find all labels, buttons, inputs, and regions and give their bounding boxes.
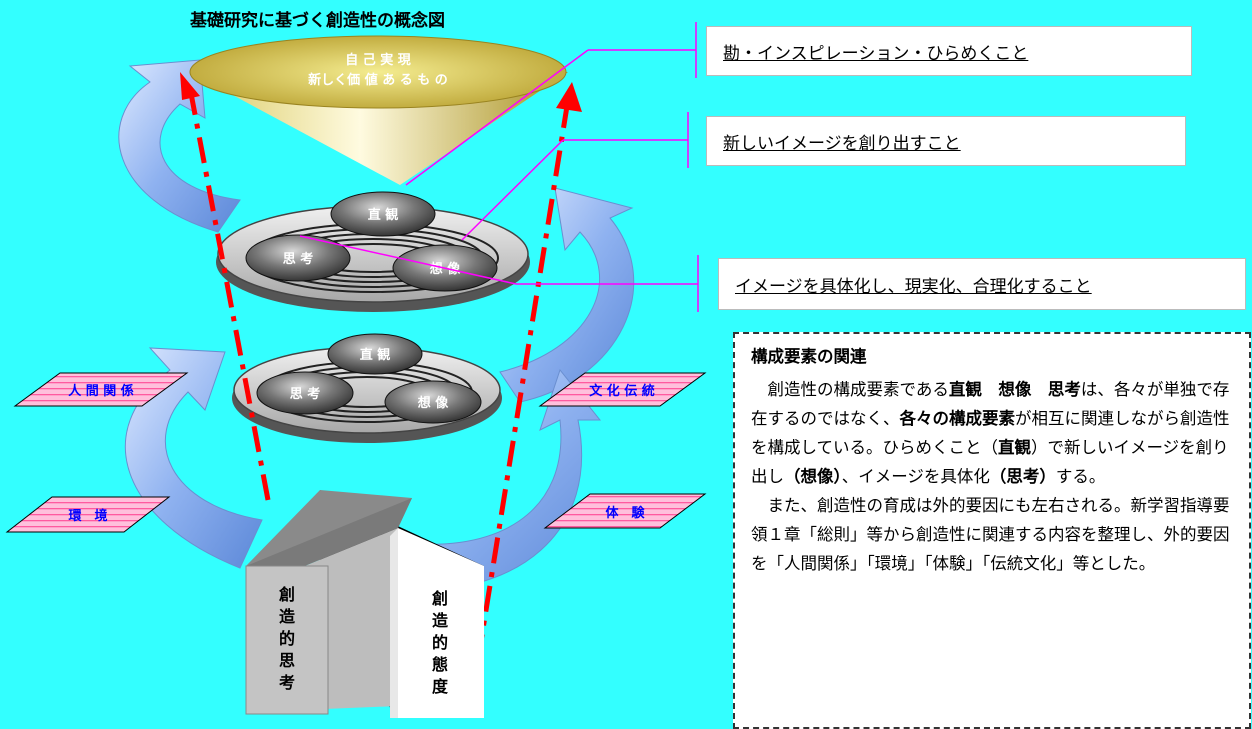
lower-chokkan-label: 直 観 xyxy=(360,347,391,363)
creative-blocks: 創 造 的 思 考 創 造 的 態 度 xyxy=(245,490,484,718)
funnel-cone: 自 己 実 現 新しく価 値 あ る も の xyxy=(189,35,568,185)
factor-kankyou: 環 境 xyxy=(5,496,171,533)
svg-text:体 験: 体 験 xyxy=(605,505,645,521)
upper-disk: 直 観 思 考 想 像 xyxy=(216,191,530,312)
svg-text:思: 思 xyxy=(279,651,295,670)
svg-text:文 化 伝 統: 文 化 伝 統 xyxy=(589,383,655,399)
callout-new-image-text: 新しいイメージを創り出すこと xyxy=(723,133,961,154)
callout-concretize: イメージを具体化し、現実化、合理化すること xyxy=(718,258,1246,310)
svg-text:造: 造 xyxy=(432,611,449,630)
funnel-text-2: 新しく価 値 あ る も の xyxy=(308,72,448,88)
lower-souzou-label: 想 像 xyxy=(418,395,450,411)
description-box: 構成要素の関連 創造性の構成要素である直観 想像 思考は、各々が単独で存在するの… xyxy=(733,332,1251,729)
red-arrowhead-icon xyxy=(556,82,582,112)
red-arrowhead-icon xyxy=(180,72,200,100)
svg-text:的: 的 xyxy=(432,633,448,652)
block-right-text: 創 造 的 態 度 xyxy=(431,589,449,696)
description-heading: 構成要素の関連 xyxy=(751,347,867,366)
svg-text:考: 考 xyxy=(279,673,295,692)
description-paragraph-1: 創造性の構成要素である直観 想像 思考は、各々が単独で存在するのではなく、各々の… xyxy=(751,380,1230,486)
callout-inspiration-text: 勘・インスピレーション・ひらめくこと xyxy=(723,43,1029,64)
svg-text:人 間 関 係: 人 間 関 係 xyxy=(68,383,134,399)
factor-ningen-kankei: 人 間 関 係 xyxy=(13,372,189,407)
callout-new-image: 新しいイメージを創り出すこと xyxy=(706,116,1186,166)
lower-disk: 直 観 思 考 想 像 xyxy=(232,333,502,443)
svg-text:的: 的 xyxy=(279,629,295,648)
svg-text:造: 造 xyxy=(279,607,296,626)
svg-text:創: 創 xyxy=(278,585,295,604)
leader-lines xyxy=(299,22,699,312)
block-left-text: 創 造 的 思 考 xyxy=(278,585,296,692)
callout-inspiration: 勘・インスピレーション・ひらめくこと xyxy=(706,26,1192,76)
funnel-text-1: 自 己 実 現 xyxy=(345,52,411,68)
factor-bunka-dentou: 文 化 伝 統 xyxy=(538,372,707,407)
factor-taiken: 体 験 xyxy=(543,493,707,529)
upper-shikou-label: 思 考 xyxy=(283,251,314,267)
diagram-title: 基礎研究に基づく創造性の概念図 xyxy=(190,11,445,31)
lower-shikou-label: 思 考 xyxy=(290,386,321,402)
svg-text:態: 態 xyxy=(432,655,448,674)
upper-chokkan-label: 直 観 xyxy=(368,207,399,223)
circular-arrow-icon xyxy=(118,59,635,592)
svg-text:度: 度 xyxy=(432,677,449,696)
description-paragraph-2: また、創造性の育成は外的要因にも左右される。新学習指導要領１章「総則」等から創造… xyxy=(751,496,1230,573)
svg-text:創: 創 xyxy=(431,589,448,608)
callout-concretize-text: イメージを具体化し、現実化、合理化すること xyxy=(735,276,1092,297)
svg-text:環 境: 環 境 xyxy=(68,508,107,524)
red-dashed-arrows xyxy=(180,72,582,661)
